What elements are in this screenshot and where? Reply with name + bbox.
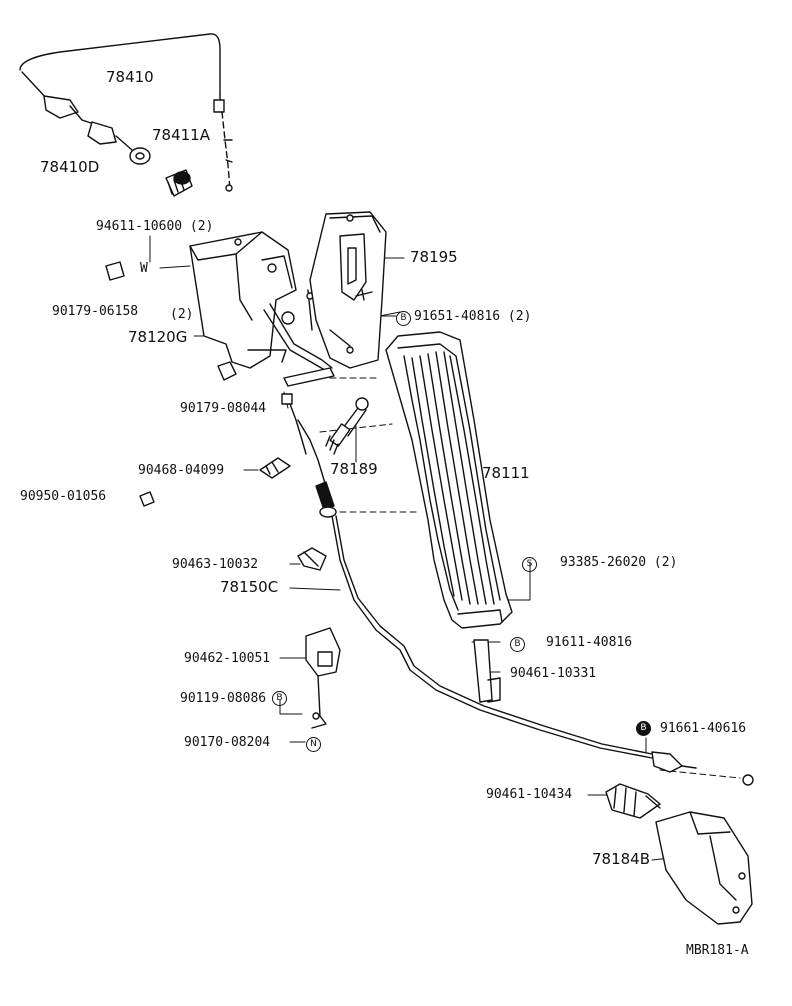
grommet-78411a-drawing [165, 169, 193, 197]
label-90179-08044: 90179-08044 [180, 401, 267, 416]
label-90468-04099: 90468-04099 [138, 463, 225, 478]
stopper-78189-drawing [325, 397, 369, 455]
pedal-78111-drawing [385, 331, 513, 629]
tag-b-90119: B [272, 690, 287, 706]
tag-w: W [140, 261, 148, 276]
label-78189: 78189 [330, 460, 378, 478]
cable-78410-drawing [19, 33, 233, 192]
label-78195: 78195 [410, 248, 458, 266]
circled-tag-b-2: B [510, 637, 525, 652]
label-78410: 78410 [106, 68, 154, 86]
circled-tag-s: S [522, 557, 537, 572]
clamp-90462-drawing [305, 627, 341, 729]
label-90461-10331: 90461-10331 [510, 666, 597, 681]
label-90463-10032: 90463-10032 [172, 557, 259, 572]
label-78184b: 78184B [592, 850, 651, 868]
circled-tag-b-4: B [636, 721, 651, 736]
clamp-90461-10434-drawing [605, 783, 661, 819]
label-91651-40816: 91651-40816 (2) [414, 309, 532, 324]
circled-tag-b-3: B [272, 691, 287, 706]
bracket-78120g-drawing [189, 231, 335, 387]
tag-n: N [306, 736, 321, 752]
tag-b-91611: B [510, 636, 525, 652]
label-90119-08086: 90119-08086 [180, 691, 267, 706]
label-91611-40816: 91611-40816 [546, 635, 633, 650]
label-78120g: 78120G [128, 328, 188, 346]
tag-b-91661: B [636, 720, 651, 736]
label-78411a: 78411A [152, 126, 210, 144]
label-90950-01056: 90950-01056 [20, 489, 107, 504]
label-90179-06158: 90179-06158 [52, 304, 139, 319]
bracket-78195-drawing [309, 211, 387, 369]
clamp-90461-10331-drawing [473, 639, 501, 703]
label-78150c: 78150C [220, 578, 279, 596]
cable-78150c-drawing [281, 393, 697, 773]
bracket-78184b-drawing [655, 811, 753, 925]
label-90461-10434: 90461-10434 [486, 787, 573, 802]
small-parts-drawing [105, 261, 754, 786]
label-90179-06158-qty: (2) [170, 307, 194, 322]
label-94611-10600: 94611-10600 (2) [96, 219, 214, 234]
tag-b-91651: B [396, 310, 411, 326]
tag-s: S [522, 556, 537, 572]
label-78111: 78111 [482, 464, 530, 482]
label-90170-08204: 90170-08204 [184, 735, 271, 750]
label-78410d: 78410D [40, 158, 100, 176]
circled-tag-b: B [396, 311, 411, 326]
label-93385-26020: 93385-26020 (2) [560, 555, 678, 570]
label-91661-40616: 91661-40616 [660, 721, 747, 736]
circled-tag-n: N [306, 737, 321, 752]
label-90462-10051: 90462-10051 [184, 651, 271, 666]
diagram-id: MBR181-A [686, 943, 749, 958]
